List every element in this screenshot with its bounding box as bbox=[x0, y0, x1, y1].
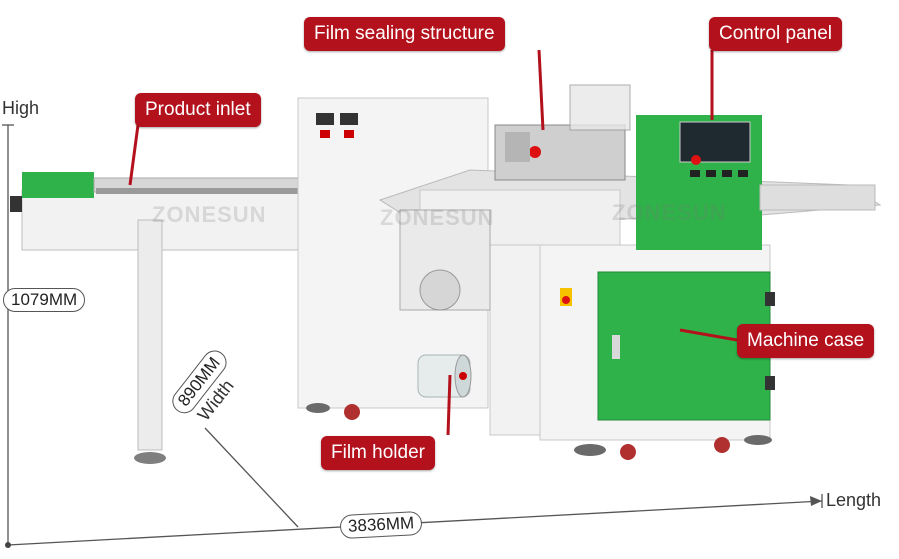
callout-film-holder: Film holder bbox=[321, 436, 435, 470]
height-value: 1079MM bbox=[3, 288, 86, 312]
callout-machine-case: Machine case bbox=[737, 324, 875, 358]
caster-wheels bbox=[306, 403, 772, 460]
watermark-3: ZONESUN bbox=[612, 200, 727, 225]
height-axis-label: High bbox=[2, 98, 40, 118]
film-sealing-unit bbox=[494, 84, 631, 181]
callout-leaders bbox=[128, 49, 738, 436]
film-holder-roll bbox=[399, 209, 491, 398]
length-arrow-head bbox=[810, 496, 822, 506]
callout-product-inlet: Product inlet bbox=[135, 93, 261, 127]
length-axis-label: Length bbox=[826, 490, 882, 510]
watermark-2: ZONESUN bbox=[380, 205, 495, 230]
length-value: 3836MM bbox=[339, 510, 423, 540]
origin-dot bbox=[5, 542, 11, 548]
control-panel-housing bbox=[636, 115, 876, 250]
callout-control-panel: Control panel bbox=[709, 17, 843, 51]
watermark-1: ZONESUN bbox=[152, 202, 267, 227]
callout-film-sealing-structure: Film sealing structure bbox=[304, 17, 505, 51]
